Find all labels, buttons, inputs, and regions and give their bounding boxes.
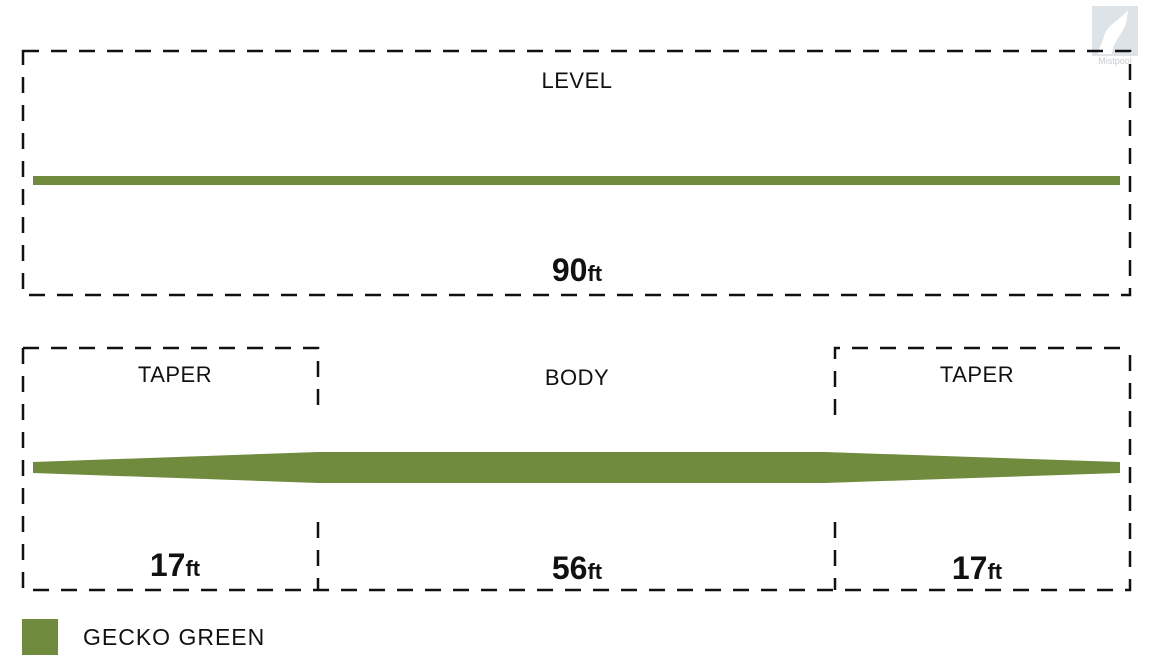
level-box [21, 49, 1132, 297]
watermark-text: Mistpool [1098, 56, 1132, 66]
level-section: LEVEL 90ft [21, 49, 1132, 297]
body-length: 56ft [552, 550, 603, 586]
taper-left-top [23, 346, 320, 415]
taper-right-top [833, 346, 1130, 415]
watermark-logo: Mistpool [1092, 6, 1138, 66]
front-taper-label: TAPER [138, 362, 212, 387]
level-length: 90ft [552, 252, 603, 288]
body-label: BODY [545, 365, 609, 390]
level-label: LEVEL [542, 68, 613, 93]
front-taper-length: 17ft [150, 547, 201, 583]
legend: GECKO GREEN [22, 619, 265, 655]
rear-taper-label: TAPER [940, 362, 1014, 387]
tapered-line [33, 452, 1120, 483]
legend-label: GECKO GREEN [83, 624, 265, 650]
legend-swatch [22, 619, 58, 655]
taper-outline [21, 348, 1132, 592]
level-line [33, 176, 1120, 185]
rear-taper-length: 17ft [952, 550, 1003, 586]
taper-section: TAPER BODY TAPER 17ft 56ft 17ft [21, 346, 1132, 592]
